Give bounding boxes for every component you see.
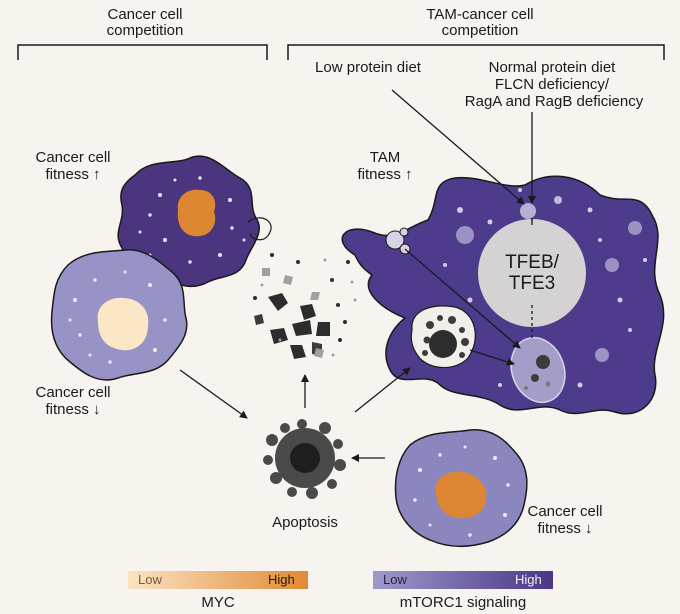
- mtorc1-title: mTORC1 signaling: [399, 594, 527, 611]
- header-right-line2: competition: [441, 22, 519, 39]
- normal-protein-label: Normal protein diet: [488, 59, 616, 76]
- myc-low-label: Low: [138, 572, 162, 587]
- raga-ragb-label: RagA and RagB deficiency: [464, 93, 644, 110]
- flcn-label: FLCN deficiency/: [494, 76, 610, 93]
- mtorc1-gradient-bar: [373, 571, 553, 589]
- myc-high-label: High: [268, 572, 295, 587]
- arrow-cup-to-lysosome: [469, 349, 515, 366]
- top-left-fitness-line2: fitness ↑: [45, 166, 101, 183]
- myc-title: MYC: [201, 594, 235, 611]
- bottom-right-fitness-line2: fitness ↓: [537, 520, 593, 537]
- header-left-line1: Cancer cell: [107, 6, 183, 23]
- low-protein-label: Low protein diet: [315, 59, 421, 76]
- phagolysosome: [510, 336, 566, 404]
- right-bracket: [287, 44, 665, 60]
- apoptosis-label: Apoptosis: [272, 514, 338, 531]
- mid-left-fitness-line2: fitness ↓: [45, 401, 101, 418]
- mid-left-fitness-line1: Cancer cell: [35, 384, 111, 401]
- arrow-lowmyc-to-apoptosis: [179, 369, 248, 419]
- header-left-line2: competition: [106, 22, 184, 39]
- arrow-apoptosis-to-tam: [354, 367, 411, 413]
- nucleus-label-line2: TFE3: [508, 273, 556, 294]
- myc-gradient-bar: [128, 571, 308, 589]
- nucleus-label-line1: TFEB/: [505, 252, 559, 273]
- mtorc1-high-label: High: [515, 572, 542, 587]
- tam-cell: [341, 175, 665, 415]
- cancer-cell-high-myc: [117, 155, 272, 288]
- left-bracket: [17, 44, 268, 60]
- cancer-cell-bottom-right: [394, 429, 528, 547]
- tam-fitness-line2: fitness ↑: [357, 166, 413, 183]
- apoptotic-cell: [263, 419, 346, 499]
- cell-debris: [253, 253, 357, 359]
- arrow-pseudopod-to-lysosome: [404, 248, 521, 349]
- cancer-cell-low-myc: [50, 249, 188, 381]
- header-right-line1: TAM-cancer cell: [426, 6, 534, 23]
- arrow-low-protein: [391, 89, 525, 205]
- top-left-fitness-line1: Cancer cell: [35, 149, 111, 166]
- mtorc1-low-label: Low: [383, 572, 407, 587]
- tfeb-nucleus: [478, 219, 586, 327]
- bottom-right-fitness-line1: Cancer cell: [527, 503, 603, 520]
- tam-fitness-line1: TAM: [369, 149, 401, 166]
